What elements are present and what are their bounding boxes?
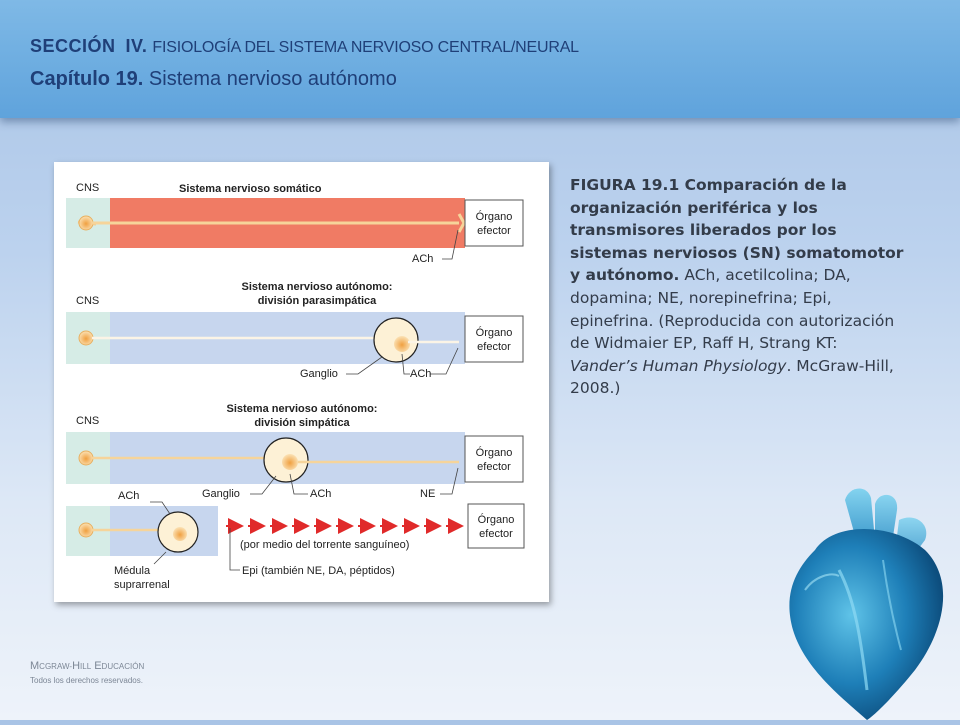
caption-text-1: ACh, acetilcolina; DA, dopamina; NE, nor…: [570, 266, 895, 353]
somatic-panel: CNS Sistema nervioso somático Órgano efe…: [66, 182, 524, 265]
caption-book-title: Vander’s Human Physiology: [570, 356, 787, 375]
publisher-part: E: [94, 660, 102, 672]
ganglion-label: Ganglio: [300, 368, 338, 380]
postganglionic-soma: [282, 454, 298, 470]
epi-note: Epi (también NE, DA, péptidos): [242, 565, 395, 577]
organ2-label-1: Órgano: [478, 513, 515, 526]
slide-header: SECCIÓN IV. FISIOLOGÍA DEL SISTEMA NERVI…: [0, 0, 960, 118]
preganglionic-soma: [78, 330, 94, 346]
rights-notice: Todos los derechos reservados.: [30, 676, 143, 685]
sympathetic-title-1: Sistema nervioso autónomo:: [227, 403, 378, 415]
section-heading: SECCIÓN IV. FISIOLOGÍA DEL SISTEMA NERVI…: [30, 36, 579, 57]
organ-label-1: Órgano: [476, 210, 513, 223]
postganglionic-soma: [394, 336, 410, 352]
caption-text-2: . McGraw-Hill, 2008.): [570, 356, 894, 398]
chromaffin-cell: [173, 527, 187, 541]
effector-organ: [464, 315, 524, 363]
blood-note: (por medio del torrente sanguíneo): [240, 539, 409, 551]
preganglionic-soma: [78, 450, 94, 466]
ach-label: ACh: [410, 368, 431, 380]
organ-label-2: efector: [477, 341, 511, 353]
organ-label-2: efector: [477, 225, 511, 237]
ach-label: ACh: [412, 253, 433, 265]
sympathetic-title-2: división simpática: [254, 417, 350, 429]
cns-label: CNS: [76, 295, 99, 307]
cns-label: CNS: [76, 415, 99, 427]
figure-19-1: CNS Sistema nervioso somático Órgano efe…: [54, 162, 549, 602]
publisher-part: M: [30, 660, 40, 672]
effector-organ: [464, 199, 524, 247]
somatic-title: Sistema nervioso somático: [179, 183, 322, 195]
preganglionic-soma: [78, 522, 94, 538]
chapter-heading: Capítulo 19. Sistema nervioso autónomo: [30, 68, 397, 91]
effector-organ: [464, 435, 524, 483]
medulla-label-1: Médula: [114, 565, 151, 577]
sympathetic-panel: CNS Sistema nervioso autónomo: división …: [66, 403, 525, 591]
ach-left-label: ACh: [118, 490, 139, 502]
medulla-label-2: suprarrenal: [114, 579, 170, 591]
organ2-label-2: efector: [479, 528, 513, 540]
publisher-part: GRAW-: [44, 662, 73, 671]
figure-caption: FIGURA 19.1 Comparación de la organizaci…: [570, 174, 910, 400]
heart-illustration: [775, 480, 960, 720]
publisher-part: H: [72, 660, 81, 672]
publisher-part: C: [39, 662, 45, 671]
ne-label: NE: [420, 488, 435, 500]
chapter-label: Capítulo 19.: [30, 68, 144, 90]
chapter-title: Sistema nervioso autónomo: [148, 68, 397, 90]
publisher-part: DUCACIÓN: [101, 662, 145, 671]
parasympathetic-panel: CNS Sistema nervioso autónomo: división …: [66, 281, 524, 380]
parasympathetic-title-1: Sistema nervioso autónomo:: [242, 281, 393, 293]
publisher-part: ILL: [80, 662, 92, 671]
organ-label-1: Órgano: [476, 326, 513, 339]
effector-organ-2: [467, 503, 525, 549]
publisher-name: MCGRAW-HILL EDUCACIÓN: [30, 660, 144, 672]
neuron-soma: [78, 215, 94, 231]
ganglion-label: Ganglio: [202, 488, 240, 500]
organ-label-1: Órgano: [476, 446, 513, 459]
parasympathetic-title-2: división parasimpática: [258, 295, 377, 307]
section-label: SECCIÓN: [30, 36, 116, 56]
cns-label: CNS: [76, 182, 99, 194]
organ-label-2: efector: [477, 461, 511, 473]
caption-title: FIGURA 19.1 Comparación de la organizaci…: [570, 176, 904, 285]
section-number: IV.: [125, 36, 148, 56]
section-title: FISIOLOGÍA DEL SISTEMA NERVIOSO CENTRAL/…: [152, 39, 579, 56]
ach-mid-label: ACh: [310, 488, 331, 500]
